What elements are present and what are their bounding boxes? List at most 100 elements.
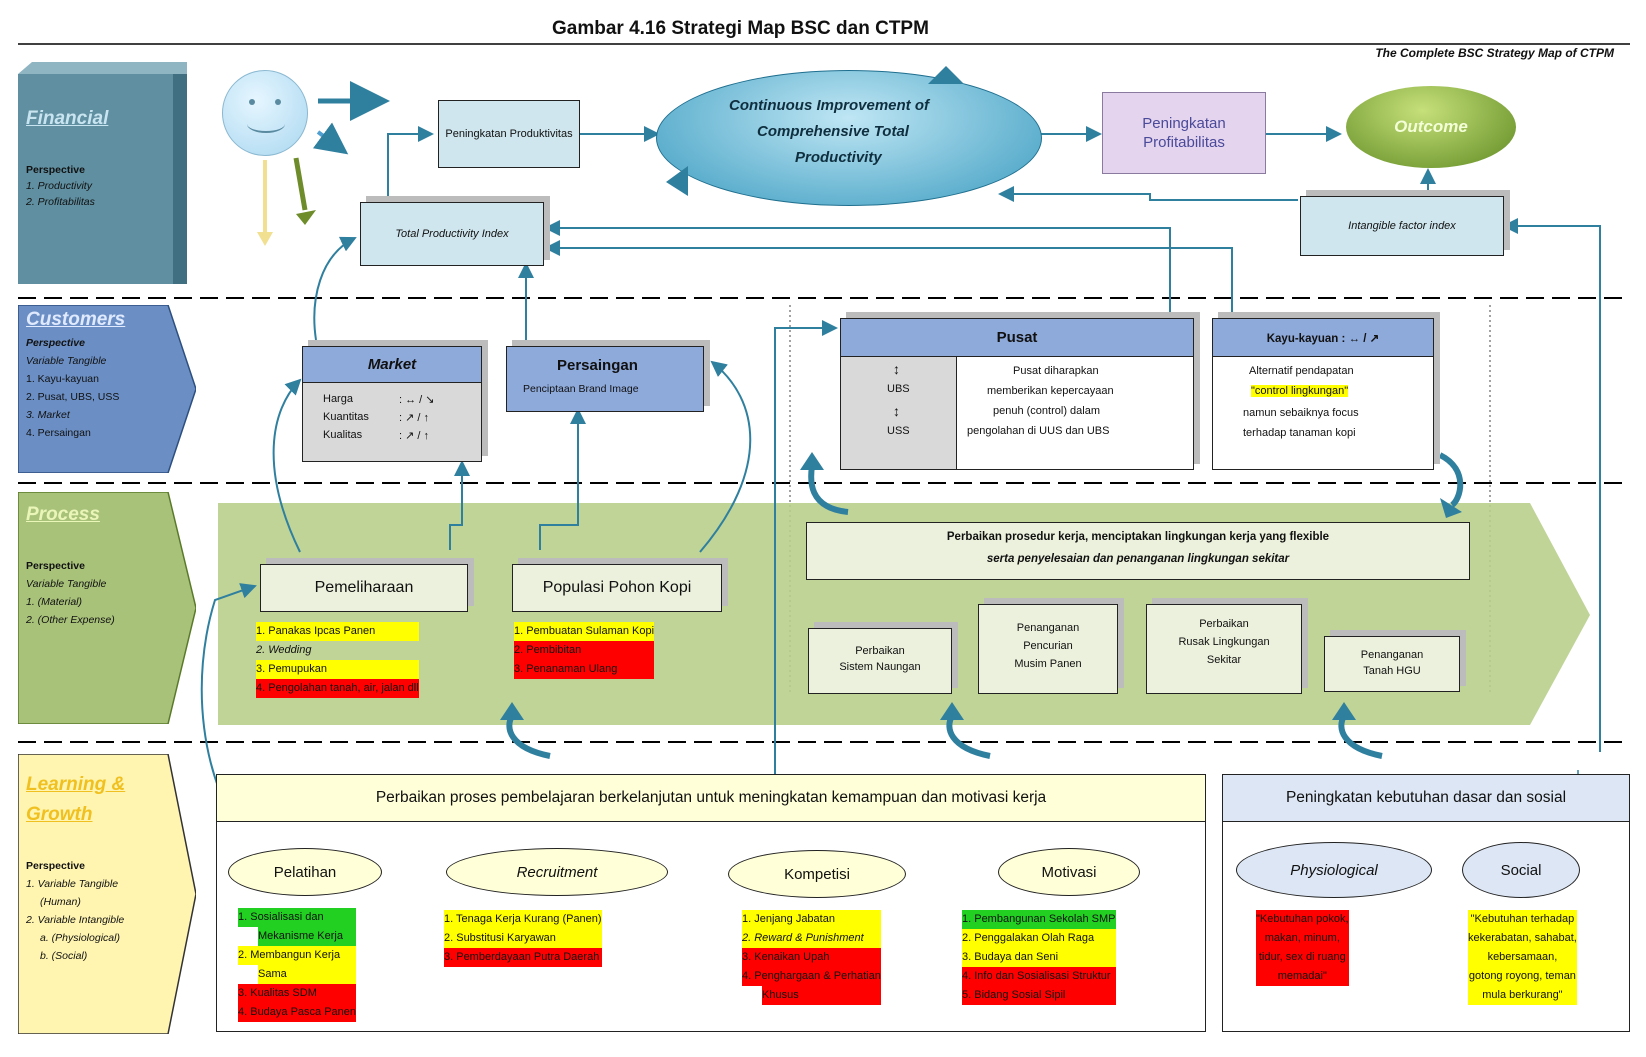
ctp-line-3: Productivity: [795, 149, 882, 166]
kompetisi-oval: Kompetisi: [728, 850, 906, 898]
physiological-line-2: makan, minum,: [1256, 929, 1349, 948]
social-oval: Social: [1462, 842, 1580, 898]
pemeliharaan-list: 1. Panakas Ipcas Panen 2. Wedding 3. Pem…: [256, 622, 419, 698]
process-box-pencurian: Penanganan Pencurian Musim Panen: [978, 604, 1118, 694]
populasi-item-1: 1. Pembuatan Sulaman Kopi: [514, 622, 655, 641]
learning-heading-1: Learning &: [26, 774, 126, 795]
populasi-item-2: 2. Pembibitan: [514, 641, 655, 660]
pelatihan-list: 1. Sosialisasi dan Mekanisme Kerja 2. Me…: [238, 908, 357, 1022]
outcome-label: Outcome: [1394, 117, 1468, 136]
motivasi-item-5: 5. Bidang Sosial Sipil: [962, 986, 1116, 1005]
process-sub: Variable Tangible: [26, 578, 107, 590]
perbaikan-prosedur-line-1: Perbaikan prosedur kerja, menciptakan li…: [946, 531, 1330, 543]
market-row-kuantitas: Kuantitas: [323, 411, 369, 423]
pusat-box: Pusat ↕ UBS ↕ USS Pusat diharapkan membe…: [840, 318, 1194, 470]
social-line-2: kekerabatan, sahabat,: [1468, 929, 1577, 948]
recruitment-item-1: 1. Tenaga Kerja Kurang (Panen): [444, 910, 602, 929]
intangible-box: Intangible factor index: [1300, 196, 1504, 256]
perbaikan-prosedur-line-2: serta penyelesaian dan penanganan lingku…: [986, 553, 1290, 565]
market-title: Market: [303, 347, 481, 383]
ctp-arrowheads: [666, 66, 964, 196]
customers-sub: Variable Tangible: [26, 355, 107, 367]
pelatihan-item-2: Mekanisme Kerja: [258, 927, 357, 946]
learning-item-5: b. (Social): [40, 950, 88, 962]
persaingan-title: Persaingan: [557, 357, 638, 374]
customers-item-1: 1. Kayu-kayuan: [26, 373, 99, 385]
process-box-tanah-hgu: Penanganan Tanah HGU: [1324, 636, 1460, 692]
persaingan-box: Persaingan Penciptaan Brand Image: [506, 346, 704, 412]
market-row-harga-value: : ↔ / ↘: [399, 394, 435, 406]
kayu-box: Kayu-kayuan : ↔ / ↗ Alternatif pendapata…: [1212, 318, 1434, 470]
market-row-harga: Harga: [323, 393, 353, 405]
perspective-learning: Learning & Growth Perspective 1. Variabl…: [18, 754, 196, 1034]
pemeliharaan-box: Pemeliharaan: [260, 564, 468, 612]
perspective-financial: Financial Perspective 1. Productivity 2.…: [18, 62, 196, 284]
smiley-icon: [222, 70, 308, 156]
motivasi-item-3: 3. Budaya dan Seni: [962, 948, 1116, 967]
financial-item-2: 2. Profitabilitas: [26, 196, 95, 208]
outcome-ellipse: Outcome: [1346, 86, 1516, 168]
kompetisi-item-1: 1. Jenjang Jabatan: [742, 910, 881, 929]
customers-item-2: 2. Pusat, UBS, USS: [26, 391, 120, 403]
kayu-text-3: namun sebaiknya focus: [1243, 407, 1359, 419]
process-box-2-line-2: Pencurian: [1023, 640, 1073, 652]
tpi-box: Total Productivity Index: [360, 202, 544, 266]
customers-label: Perspective: [26, 337, 85, 349]
kompetisi-item-5: Khusus: [762, 986, 881, 1005]
process-box-3-line-1: Perbaikan: [1199, 618, 1249, 630]
recruitment-oval: Recruitment: [446, 848, 668, 896]
process-heading: Process: [26, 504, 100, 525]
learning-heading-2: Growth: [26, 804, 93, 825]
process-box-2-line-3: Musim Panen: [1014, 658, 1082, 670]
customers-heading: Customers: [26, 309, 126, 330]
physiological-oval: Physiological: [1236, 842, 1432, 898]
perbaikan-prosedur-box: Perbaikan prosedur kerja, menciptakan li…: [806, 522, 1470, 580]
profitabilitas-box: Peningkatan Profitabilitas: [1102, 92, 1266, 174]
social-line-5: mula berkurang": [1468, 986, 1577, 1005]
social-line-1: "Kebutuhan terhadap: [1468, 910, 1577, 929]
kompetisi-item-3: 3. Kenaikan Upah: [742, 948, 881, 967]
kayu-text-4: terhadap tanaman kopi: [1243, 427, 1356, 439]
pusat-left-1: ↕: [893, 361, 900, 377]
motivasi-item-2: 2. Penggalakan Olah Raga: [962, 929, 1116, 948]
process-item-2: 2. (Other Expense): [26, 614, 115, 626]
pelatihan-oval: Pelatihan: [228, 848, 382, 896]
motivasi-item-4: 4. Info dan Sosialisasi Struktur: [962, 967, 1116, 986]
motivasi-oval: Motivasi: [998, 848, 1140, 896]
learning-right-header: Peningkatan kebutuhan dasar dan sosial: [1222, 774, 1630, 822]
financial-label: Perspective: [26, 164, 85, 176]
pelatihan-item-3: 2. Membangun Kerja: [238, 946, 357, 965]
customers-item-3: 3. Market: [26, 409, 70, 421]
financial-heading: Financial: [26, 108, 109, 129]
physiological-list: "Kebutuhan pokok, makan, minum, tidur, s…: [1256, 910, 1349, 986]
recruitment-item-2: 2. Substitusi Karyawan: [444, 929, 602, 948]
process-box-4-line-1: Penanganan: [1360, 649, 1424, 661]
profitabilitas-text: Peningkatan Profitabilitas: [1142, 115, 1226, 151]
pelatihan-item-6: 4. Budaya Pasca Panen: [238, 1003, 357, 1022]
process-box-3-line-2: Rusak Lingkungan: [1178, 636, 1270, 648]
produktivitas-box: Peningkatan Produktivitas: [438, 100, 580, 168]
social-line-4: gotong royong, teman: [1468, 967, 1577, 986]
motivasi-item-1: 1. Pembangunan Sekolah SMP: [962, 910, 1116, 929]
physiological-line-3: tidur, sex di ruang: [1256, 948, 1349, 967]
pusat-left-2: UBS: [887, 383, 910, 395]
pelatihan-item-1: 1. Sosialisasi dan: [238, 908, 357, 927]
pusat-text-2: memberikan kepercayaan: [987, 385, 1114, 397]
financial-item-1: 1. Productivity: [26, 180, 92, 192]
process-item-1: 1. (Material): [26, 596, 83, 608]
recruitment-list: 1. Tenaga Kerja Kurang (Panen) 2. Substi…: [444, 910, 602, 967]
pelatihan-item-5: 3. Kualitas SDM: [238, 984, 357, 1003]
physiological-line-4: memadai": [1256, 967, 1349, 986]
process-box-4-line-2: Tanah HGU: [1363, 665, 1421, 677]
pusat-text-3: penuh (control) dalam: [993, 405, 1101, 417]
recruitment-item-3: 3. Pemberdayaan Putra Daerah: [444, 948, 602, 967]
physiological-line-1: "Kebutuhan pokok,: [1256, 910, 1349, 929]
perspective-customers: Customers Perspective Variable Tangible …: [18, 305, 196, 473]
learning-item-4: a. (Physiological): [40, 932, 120, 944]
pemeliharaan-item-2: 2. Wedding: [256, 644, 312, 656]
kayu-text-1: Alternatif pendapatan: [1249, 365, 1354, 377]
process-box-rusak-lingkungan: Perbaikan Rusak Lingkungan Sekitar: [1146, 604, 1302, 694]
process-box-2-line-1: Penanganan: [1016, 622, 1080, 634]
populasi-list: 1. Pembuatan Sulaman Kopi 2. Pembibitan …: [514, 622, 655, 679]
motivasi-list: 1. Pembangunan Sekolah SMP 2. Penggalaka…: [962, 910, 1116, 1005]
